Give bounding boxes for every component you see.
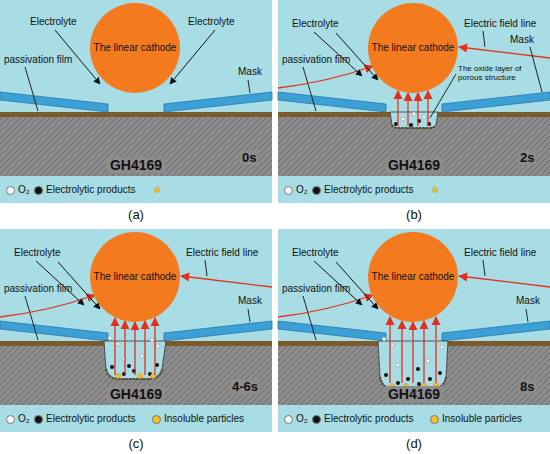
electrolyte-label: Electrolyte xyxy=(30,16,77,28)
cathode-circle: The linear cathode xyxy=(90,3,180,93)
legend-swatch xyxy=(6,186,15,195)
legend-item: O₂ xyxy=(6,184,30,196)
legend-swatch xyxy=(152,415,161,424)
legend-swatch xyxy=(34,415,43,424)
time-label: 0s xyxy=(240,150,258,165)
film-label: passivation film xyxy=(4,54,72,66)
legend-item: Electrolytic products xyxy=(34,413,135,425)
legend-text: O₂ xyxy=(296,413,308,425)
legend-swatch xyxy=(430,415,439,424)
material-label: GH4169 xyxy=(107,386,165,402)
mask-label: Mask xyxy=(510,34,534,46)
substrate-band: GH4169 xyxy=(278,117,550,176)
legend-item: O₂ xyxy=(284,184,308,196)
material-label: GH4169 xyxy=(107,157,165,173)
film-label: passivation film xyxy=(282,283,350,295)
legend-swatch xyxy=(312,415,321,424)
cathode-label: The linear cathode xyxy=(94,42,177,54)
legend-item: O₂ xyxy=(6,413,30,425)
panel-caption: (c) xyxy=(0,436,272,451)
film-label: passivation film xyxy=(282,54,350,66)
mask-label: Mask xyxy=(516,295,540,307)
legend-text: Electrolytic products xyxy=(46,413,135,425)
oxide-label: The oxide layer of porous structure xyxy=(458,64,538,82)
legend-text: O₂ xyxy=(296,184,308,196)
mask-label: Mask xyxy=(238,295,262,307)
legend-item: Electrolytic products xyxy=(312,184,413,196)
electrolyte-label: Electrolyte xyxy=(292,247,339,259)
legend-item: Insoluble particles xyxy=(430,413,522,425)
legend-item: Insoluble particles xyxy=(152,413,244,425)
legend-swatch xyxy=(34,186,43,195)
time-label: 4-6s xyxy=(230,379,260,394)
cathode-label: The linear cathode xyxy=(372,271,455,283)
panel-caption: (a) xyxy=(0,207,272,222)
legend-text: Electrolytic products xyxy=(46,184,135,196)
time-label: 8s xyxy=(518,379,536,394)
cathode-circle: The linear cathode xyxy=(368,3,458,93)
legend-item: Electrolytic products xyxy=(312,413,413,425)
material-label: GH4169 xyxy=(385,157,443,173)
cathode-label: The linear cathode xyxy=(372,42,455,54)
electrolyte-label: Electrolyte xyxy=(292,18,339,30)
film-label: passivation film xyxy=(4,283,72,295)
cathode-circle: The linear cathode xyxy=(368,232,458,322)
legend-text: O₂ xyxy=(18,184,30,196)
panel-caption: (b) xyxy=(278,207,550,222)
legend-item: Electrolytic products xyxy=(34,184,135,196)
legend-text: Insoluble particles xyxy=(164,413,244,425)
legend-swatch xyxy=(284,415,293,424)
legend-text: Electrolytic products xyxy=(324,413,413,425)
electrolyte-label: Electrolyte xyxy=(14,247,61,259)
field-line-label: Electric field line xyxy=(464,18,536,30)
substrate-band: GH4169 xyxy=(0,117,272,176)
panel-caption: (d) xyxy=(278,436,550,451)
field-line-label: Electric field line xyxy=(186,247,258,259)
electrolyte-label: Electrolyte xyxy=(188,16,235,28)
legend-swatch xyxy=(284,186,293,195)
substrate-band: GH4169 xyxy=(278,346,550,405)
legend-swatch xyxy=(312,186,321,195)
legend-text: Insoluble particles xyxy=(442,413,522,425)
legend-item: O₂ xyxy=(284,413,308,425)
material-label: GH4169 xyxy=(385,386,443,402)
cathode-circle: The linear cathode xyxy=(90,232,180,322)
legend-text: O₂ xyxy=(18,413,30,425)
mask-label: Mask xyxy=(238,66,262,78)
field-line-label: Electric field line xyxy=(464,247,536,259)
legend-swatch xyxy=(6,415,15,424)
cathode-label: The linear cathode xyxy=(94,271,177,283)
substrate-band: GH4169 xyxy=(0,346,272,405)
time-label: 2s xyxy=(518,150,536,165)
legend-text: Electrolytic products xyxy=(324,184,413,196)
